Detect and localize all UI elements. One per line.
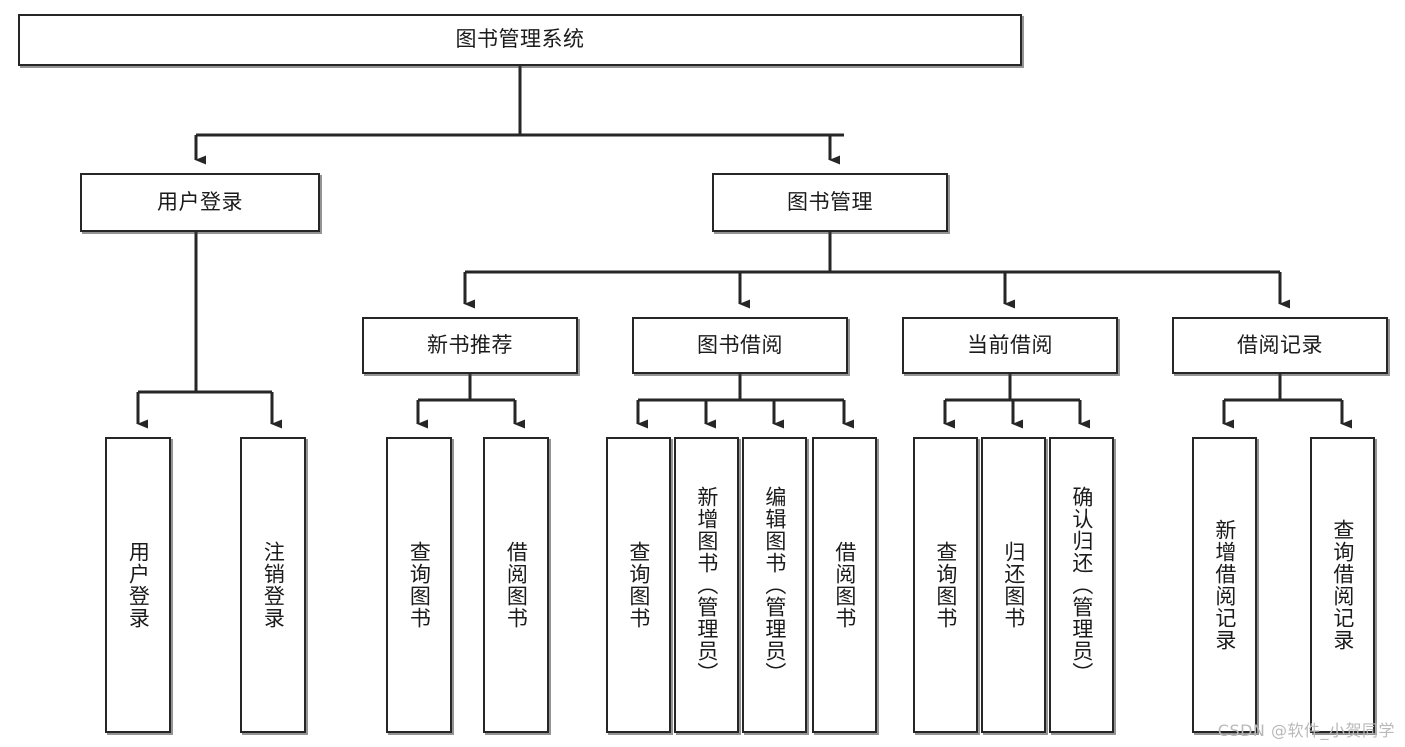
node-borrow-label: 图书借阅: [697, 332, 783, 357]
node-leaf-confirm-return-admin[interactable]: 确认归还（管理员）: [1049, 437, 1114, 733]
node-leaf-borrow-book-label: 借阅图书: [832, 541, 857, 629]
node-leaf-query-book-borrow[interactable]: 查询图书: [606, 437, 671, 733]
node-newbook-label: 新书推荐: [427, 332, 513, 357]
node-leaf-query-book-current[interactable]: 查询图书: [913, 437, 978, 733]
node-leaf-query-borrow-record-label: 查询借阅记录: [1330, 519, 1355, 651]
node-leaf-return-book[interactable]: 归还图书: [981, 437, 1046, 733]
node-leaf-return-book-label: 归还图书: [1001, 541, 1026, 629]
node-leaf-borrow-book-new-label: 借阅图书: [504, 541, 529, 629]
node-leaf-logout[interactable]: 注销登录: [240, 437, 306, 733]
node-login-label: 用户登录: [157, 189, 243, 214]
node-root-label: 图书管理系统: [455, 27, 585, 52]
node-leaf-add-book-admin[interactable]: 新增图书（管理员）: [674, 437, 739, 733]
node-leaf-query-book-current-label: 查询图书: [933, 541, 958, 629]
node-leaf-edit-book-admin[interactable]: 编辑图书（管理员）: [742, 437, 807, 733]
node-leaf-borrow-book-new[interactable]: 借阅图书: [483, 437, 549, 733]
node-leaf-confirm-return-admin-label: 确认归还（管理员）: [1069, 486, 1094, 684]
node-leaf-query-book-new-label: 查询图书: [407, 541, 432, 629]
node-login[interactable]: 用户登录: [80, 173, 320, 232]
node-leaf-user-login[interactable]: 用户登录: [105, 437, 171, 733]
node-leaf-add-borrow-record[interactable]: 新增借阅记录: [1192, 437, 1257, 733]
node-leaf-logout-label: 注销登录: [261, 541, 286, 629]
node-leaf-add-book-admin-label: 新增图书（管理员）: [694, 486, 719, 684]
node-newbook[interactable]: 新书推荐: [362, 317, 578, 374]
node-borrow[interactable]: 图书借阅: [632, 317, 848, 374]
node-leaf-query-book-borrow-label: 查询图书: [626, 541, 651, 629]
node-leaf-query-borrow-record[interactable]: 查询借阅记录: [1310, 437, 1375, 733]
node-leaf-user-login-label: 用户登录: [126, 541, 151, 629]
node-current-label: 当前借阅: [967, 332, 1053, 357]
node-leaf-add-borrow-record-label: 新增借阅记录: [1212, 519, 1237, 651]
node-records[interactable]: 借阅记录: [1172, 317, 1388, 374]
node-leaf-edit-book-admin-label: 编辑图书（管理员）: [762, 486, 787, 684]
node-records-label: 借阅记录: [1237, 332, 1323, 357]
node-leaf-borrow-book[interactable]: 借阅图书: [812, 437, 877, 733]
node-current[interactable]: 当前借阅: [902, 317, 1118, 374]
node-bookmgmt[interactable]: 图书管理: [712, 173, 948, 232]
node-leaf-query-book-new[interactable]: 查询图书: [386, 437, 452, 733]
csdn-watermark: CSDN @软件_小贺同学: [1217, 721, 1395, 740]
node-bookmgmt-label: 图书管理: [787, 189, 873, 214]
node-root[interactable]: 图书管理系统: [18, 14, 1022, 66]
